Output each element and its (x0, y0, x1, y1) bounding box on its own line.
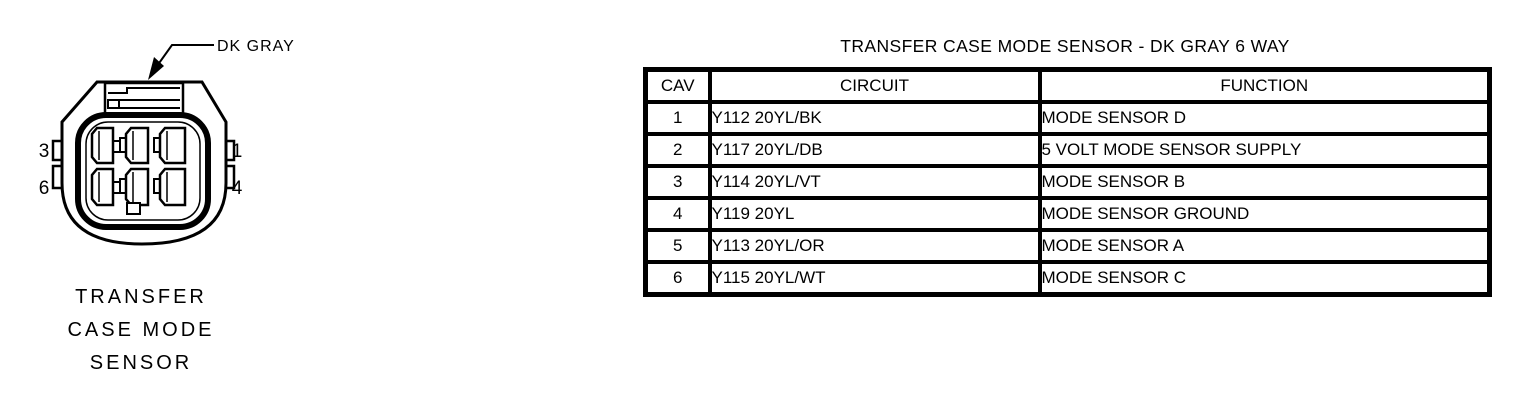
leader-arrowhead-icon (148, 57, 164, 80)
pin-label-4: 4 (232, 178, 243, 199)
cav-cell: 6 (643, 260, 712, 297)
circuit-cell: Y112 20YL/BK (707, 100, 1042, 136)
caption-line-2: CASE MODE (67, 319, 214, 341)
function-cell: MODE SENSOR B (1037, 164, 1492, 200)
circuit-cell: Y114 20YL/VT (707, 164, 1042, 200)
circuit-cell: Y119 20YL (707, 196, 1042, 232)
circuit-cell: Y115 20YL/WT (707, 260, 1042, 297)
cav-cell: 2 (643, 132, 712, 168)
connector-cavity-ring (75, 112, 211, 230)
terminal-row-bottom (90, 167, 187, 215)
cav-cell: 3 (643, 164, 712, 200)
circuit-cell: Y113 20YL/OR (707, 228, 1042, 264)
terminal-row-top (90, 126, 187, 165)
function-cell: MODE SENSOR GROUND (1037, 196, 1492, 232)
cav-cell: 4 (643, 196, 712, 232)
cav-cell: 1 (643, 100, 712, 136)
function-cell: MODE SENSOR C (1037, 260, 1492, 297)
connector-lock-tab (103, 81, 185, 116)
header-cav: CAV (643, 67, 712, 104)
pin-label-6: 6 (39, 178, 50, 199)
header-circuit: CIRCUIT (707, 67, 1042, 104)
table-row: 4 Y119 20YL MODE SENSOR GROUND (643, 196, 1492, 232)
table-row: 1 Y112 20YL/BK MODE SENSOR D (643, 100, 1492, 136)
caption-line-1: TRANSFER (75, 286, 207, 308)
leader-line (151, 44, 214, 74)
function-cell: MODE SENSOR A (1037, 228, 1492, 264)
table-row: 5 Y113 20YL/OR MODE SENSOR A (643, 228, 1492, 264)
function-cell: 5 VOLT MODE SENSOR SUPPLY (1037, 132, 1492, 168)
table-title: TRANSFER CASE MODE SENSOR - DK GRAY 6 WA… (840, 36, 1290, 56)
pinout-table: CAV CIRCUIT FUNCTION 1 Y112 20YL/BK MODE… (643, 67, 1492, 297)
table-header-row: CAV CIRCUIT FUNCTION (643, 67, 1492, 104)
caption-line-3: SENSOR (90, 352, 192, 374)
connector-caption: TRANSFER CASE MODE SENSOR (67, 286, 214, 374)
pin-label-3: 3 (39, 141, 50, 162)
function-cell: MODE SENSOR D (1037, 100, 1492, 136)
header-function: FUNCTION (1037, 67, 1492, 104)
table-row: 2 Y117 20YL/DB 5 VOLT MODE SENSOR SUPPLY (643, 132, 1492, 168)
table-row: 3 Y114 20YL/VT MODE SENSOR B (643, 164, 1492, 200)
circuit-cell: Y117 20YL/DB (707, 132, 1042, 168)
color-callout: DK GRAY (148, 38, 295, 80)
connector-cavity-ring-inner (85, 121, 201, 221)
pin-label-1: 1 (232, 141, 243, 162)
table-row: 6 Y115 20YL/WT MODE SENSOR C (643, 260, 1492, 297)
cav-cell: 5 (643, 228, 712, 264)
connector-diagram: DK GRAY 3 6 1 4 TRANSFER CASE MODE SENSO… (39, 38, 295, 374)
color-label: DK GRAY (217, 38, 295, 55)
